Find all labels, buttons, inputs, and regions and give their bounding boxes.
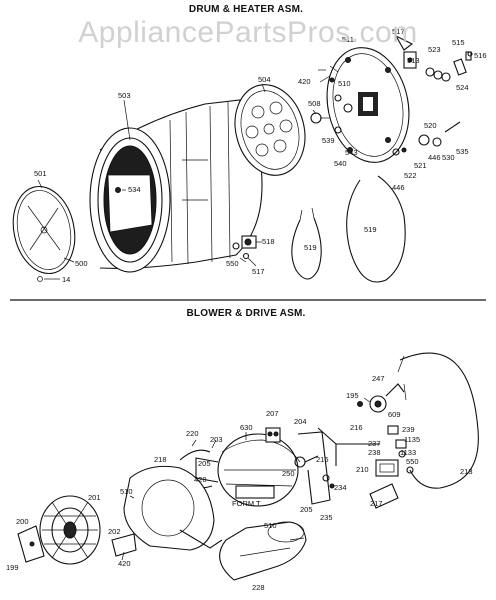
part-label-205-a: 205 [300,505,313,514]
part-label-501: 501 [34,169,47,178]
part-label-1135: 1135 [404,435,420,444]
part-label-508: 508 [308,99,321,108]
part-label-530: 530 [442,153,455,162]
part-label-200: 200 [16,517,29,526]
blower-wheel [39,495,101,565]
part-label-195: 195 [346,391,359,400]
part-label-1133: 1133 [400,448,416,457]
exhaust-duct [219,521,307,581]
rear-drum-disk [234,84,306,176]
part-label-218: 218 [154,455,167,464]
part-label-199: 199 [6,563,19,572]
part-label-513: 513 [407,56,420,65]
part-label-14: 14 [62,275,70,284]
part-label-503: 503 [118,91,131,100]
part-label-543: 543 [345,148,358,157]
watermark-text: AppliancePartsPros.com [78,16,417,49]
part-label-446-a: 446 [428,153,441,162]
part-label-250: 250 [282,469,295,478]
part-label-519-b: 519 [364,225,377,234]
drive-motor [195,433,319,507]
idler-pulley [357,383,405,413]
blower-leader-lines [121,397,371,561]
motor-form-label: FORM T [232,499,261,508]
section-title-blower-drive: BLOWER & DRIVE ASM. [187,308,306,319]
motor-mount [297,431,335,505]
drum-leader-lines [122,75,331,267]
part-label-550b: 550 [406,457,419,466]
part-label-204: 204 [294,417,307,426]
part-label-510: 510 [338,79,351,88]
part-label-203: 203 [210,435,223,444]
motor-bracket-217 [369,483,399,509]
part-label-510-a: 510 [120,487,133,496]
part-label-516: 516 [474,51,487,60]
part-label-228: 228 [252,583,265,592]
part-label-523: 523 [428,45,441,54]
dryer-drum [89,99,263,273]
part-label-239: 239 [402,425,415,434]
part-label-609: 609 [388,410,401,419]
section-title-drum-heater: DRUM & HEATER ASM. [189,4,303,15]
part-label-511: 511 [342,35,354,44]
part-label-540: 540 [334,159,347,168]
part-label-205-b: 205 [198,459,211,468]
part-label-207: 207 [266,409,279,418]
part-label-234: 234 [334,483,347,492]
part-label-247: 247 [372,374,385,383]
drum-support-arc [399,352,479,489]
drum-heater-assembly: 501 500 14 503 534 504 420 508 510 539 5… [12,27,487,284]
part-label-518: 518 [262,237,275,246]
part-label-500: 500 [75,259,88,268]
part-label-216: 216 [350,423,363,432]
motor-switch [265,427,281,443]
part-label-420-b: 420 [118,559,131,568]
switch-bracket [375,459,414,477]
blower-bracket [111,533,137,557]
blower-drive-assembly: 247 195 609 239 1135 237 238 1133 550 21… [6,352,479,592]
part-label-446-b: 446 [392,183,405,192]
idler-rod [317,427,380,466]
part-label-420: 420 [298,77,311,86]
part-label-210: 210 [356,465,369,474]
switch-small-parts [387,425,407,458]
part-label-235: 235 [320,513,333,522]
blower-housing [123,465,223,551]
part-label-215: 215 [316,455,329,464]
part-label-220: 220 [186,429,199,438]
part-label-519-a: 519 [304,243,317,252]
part-label-237: 237 [368,439,381,448]
part-label-202: 202 [108,527,121,536]
part-label-517: 517 [392,27,405,36]
part-label-510-b: 510 [264,521,277,530]
part-label-630: 630 [240,423,253,432]
part-label-524: 524 [456,83,469,92]
part-label-534: 534 [128,185,141,194]
part-label-520: 520 [424,121,437,130]
part-label-238: 238 [368,448,381,457]
part-label-201: 201 [88,493,101,502]
part-label-550: 550 [226,259,239,268]
part-label-213: 213 [460,467,473,476]
drum-belts [291,175,406,283]
part-label-515: 515 [452,38,465,47]
part-label-521: 521 [414,161,427,170]
heater-small-parts [310,34,473,156]
front-seal-ring [12,179,76,282]
part-label-522: 522 [404,171,417,180]
part-label-539: 539 [322,136,335,145]
part-label-504: 504 [258,75,271,84]
part-label-217: 217 [370,499,383,508]
part-label-420-a: 420 [194,475,207,484]
part-label-535: 535 [456,147,469,156]
idler-bracket [232,235,257,260]
part-label-517b: 517 [252,267,265,276]
heater-housing [326,47,410,163]
